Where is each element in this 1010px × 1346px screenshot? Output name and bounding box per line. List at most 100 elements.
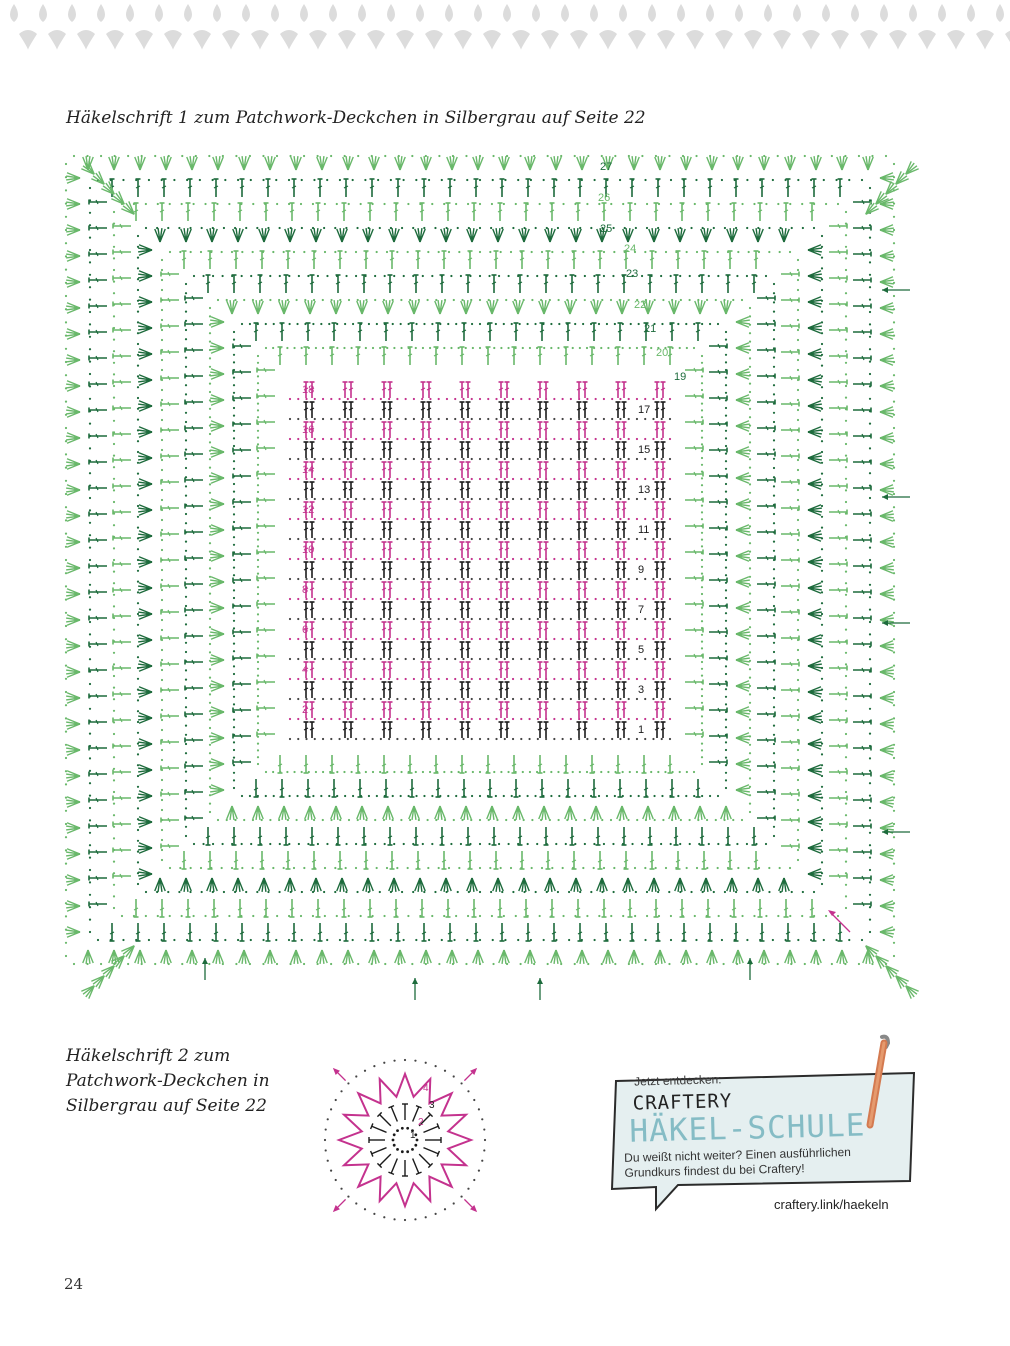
stitch-symbol: [161, 178, 167, 197]
fan-symbol: [138, 582, 153, 594]
chain-dot: [316, 274, 320, 278]
chain-dot: [478, 557, 482, 561]
stitch-symbol: [355, 755, 361, 774]
round-number: 3: [429, 1100, 435, 1111]
chain-dot: [363, 457, 366, 461]
chain-dot: [160, 628, 164, 632]
stitch-symbol: [467, 250, 473, 269]
chain-dot: [404, 457, 407, 461]
stitch-symbol: [160, 479, 179, 485]
craftery-promo-card[interactable]: Jetzt entdecken: CRAFTERY HÄKEL-SCHULE D…: [598, 1034, 916, 1213]
chain-dot: [371, 457, 374, 461]
chain-dot: [664, 346, 667, 350]
chain-dot: [594, 497, 597, 501]
stitch-symbol: [184, 529, 203, 535]
chain-dot: [578, 497, 581, 501]
chain-dot: [230, 250, 234, 254]
chain-dot: [437, 397, 440, 401]
fan-symbol: [735, 784, 750, 796]
chain-dot: [404, 697, 407, 701]
round-number: 25: [600, 223, 612, 235]
chain-dot: [240, 274, 243, 278]
chain-dot: [345, 842, 348, 846]
chain-dot: [160, 588, 164, 592]
chain-dot: [198, 178, 201, 182]
chain-dot: [443, 1208, 447, 1211]
chain-dot: [288, 457, 292, 461]
chain-dot: [857, 154, 861, 158]
fan-symbol: [180, 877, 192, 892]
chain-dot: [208, 676, 212, 679]
chain-dot: [112, 558, 116, 562]
chain-dot: [338, 677, 341, 681]
chain-dot: [712, 890, 715, 894]
chain-dot: [796, 268, 800, 272]
stitch-symbol: [109, 923, 115, 942]
chain-dot: [772, 614, 776, 617]
stitch-symbol: [232, 343, 251, 349]
chain-dot: [724, 726, 728, 729]
chain-dot: [561, 617, 564, 621]
chain-dot: [635, 657, 639, 661]
chain-dot: [64, 215, 68, 218]
stitch-symbol: [465, 827, 471, 846]
chain-dot: [652, 737, 655, 741]
chain-dot: [431, 914, 434, 918]
chain-dot: [668, 637, 672, 641]
chain-dot: [748, 718, 752, 721]
chain-dot: [321, 617, 325, 621]
stitch-symbol: [439, 274, 445, 293]
chain-dot: [88, 261, 92, 264]
chain-dot: [763, 154, 766, 158]
chain-dot: [184, 512, 188, 516]
chain-dot: [768, 890, 771, 894]
chain-dot: [234, 818, 237, 822]
chain-dot: [256, 565, 260, 568]
fan-symbol: [807, 530, 822, 542]
chain-dot: [586, 477, 589, 481]
stitch-symbol: [543, 621, 549, 638]
chain-dot: [457, 770, 460, 774]
chain-dot: [611, 477, 614, 481]
chain-dot: [503, 457, 506, 461]
chain-dot: [208, 424, 212, 427]
chain-dot: [892, 822, 896, 826]
chain-dot: [160, 648, 164, 652]
chain-dot: [892, 228, 896, 232]
stitch-symbol: [576, 581, 582, 598]
chain-dot: [232, 429, 236, 432]
chain-dot: [136, 807, 140, 810]
border-drop: [512, 30, 530, 50]
chain-dot: [363, 657, 366, 661]
stitch-symbol: [232, 655, 251, 661]
chain-dot: [312, 794, 315, 798]
chain-dot: [256, 436, 260, 439]
fan-symbol: [121, 201, 135, 215]
chain-dot: [712, 226, 715, 230]
stitch-symbol: [623, 851, 629, 870]
promo-link[interactable]: craftery.link/haekeln: [774, 1197, 889, 1212]
chain-dot: [749, 154, 752, 158]
chain-dot: [300, 346, 303, 350]
chain-dot: [221, 842, 224, 846]
chain-dot: [112, 210, 116, 214]
chain-dot: [820, 699, 824, 702]
chain-dot: [208, 340, 212, 343]
border-drop: [889, 30, 907, 50]
chain-dot: [287, 178, 291, 182]
chain-dot: [660, 437, 663, 441]
fan-symbol: [138, 712, 153, 724]
chain-dot: [592, 866, 595, 870]
chain-dot: [421, 397, 424, 401]
stitch-symbol: [418, 1111, 434, 1127]
stitch-symbol: [757, 815, 776, 821]
chain-dot: [569, 577, 572, 581]
stitch-symbol: [88, 719, 107, 725]
chain-dot: [64, 888, 68, 892]
chain-dot: [256, 518, 260, 521]
stitch-symbol: [433, 755, 439, 774]
stitch-symbol: [757, 477, 776, 483]
chain-dot: [404, 517, 407, 521]
chain-dot: [421, 274, 424, 278]
stitch-symbol: [256, 601, 275, 607]
